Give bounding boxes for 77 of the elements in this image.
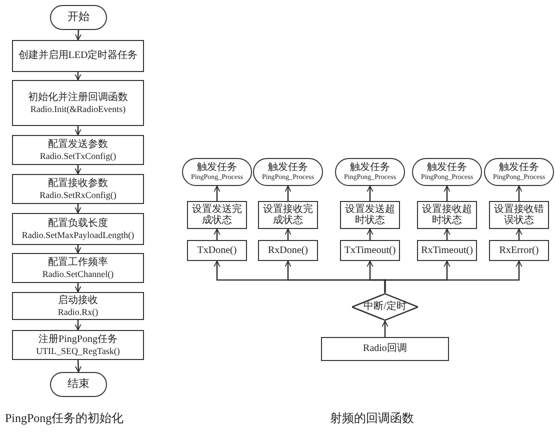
process-box — [12, 213, 144, 245]
node-label: 设置发送超时状态 — [344, 204, 396, 226]
process-box — [489, 201, 549, 229]
node-label: RxError() — [499, 244, 539, 256]
process-box — [12, 40, 144, 72]
arrow — [74, 283, 82, 292]
node-label: TxDone() — [197, 244, 237, 256]
arrow — [74, 204, 82, 214]
function-call-text: UTIL_SEQ_RegTask() — [36, 346, 120, 356]
process-box — [489, 240, 549, 261]
arrow — [366, 228, 374, 240]
node-label: 初始化并注册回调函数 — [28, 92, 128, 104]
node-label: 触发任务 — [427, 163, 467, 174]
node-label: 设置接收超时状态 — [421, 204, 473, 226]
process-box — [321, 337, 449, 361]
arrow — [74, 126, 82, 136]
process-box — [12, 253, 144, 283]
process-box — [258, 201, 318, 229]
arrow — [384, 260, 522, 293]
arrow — [382, 320, 388, 337]
node-label: 开始 — [68, 10, 90, 24]
node-label: 启动接收 — [58, 295, 98, 307]
decision-diamond — [352, 293, 418, 321]
arrow — [444, 186, 450, 201]
arrow — [284, 228, 292, 240]
process-box — [12, 292, 144, 320]
node-label: RxDone() — [268, 244, 308, 256]
function-call-text: Radio.Init(&RadioEvents) — [30, 104, 126, 114]
node-label: 配置负载长度 — [48, 218, 108, 230]
node-label: 触发任务 — [197, 163, 237, 174]
node-label: 触发任务 — [499, 163, 539, 174]
node-label: 触发任务 — [350, 163, 390, 174]
process-box — [417, 240, 477, 261]
node-label: 配置工作频率 — [48, 257, 108, 269]
node-label: 触发任务 — [268, 163, 308, 174]
node-label: 结束 — [68, 378, 90, 392]
arrow — [516, 228, 522, 240]
process-box — [12, 80, 144, 126]
function-call-text: Radio.SetTxConfig() — [40, 150, 116, 161]
arrow — [284, 186, 292, 201]
node-label: 配置接收参数 — [48, 178, 108, 190]
node-label: 注册PingPong任务 — [38, 334, 118, 346]
arrow — [74, 165, 82, 174]
node-label: 设置接收错误状态 — [493, 204, 545, 226]
arrow — [516, 186, 522, 201]
process-box — [12, 330, 144, 360]
arrow — [366, 186, 374, 201]
node-label: 设置发送完成状态 — [191, 204, 243, 226]
node-label: TxTimeout() — [344, 244, 396, 256]
arrow — [444, 228, 450, 240]
arrow — [74, 320, 82, 330]
function-call-text: Radio.SetMaxPayloadLength() — [22, 230, 134, 240]
arrow — [74, 245, 82, 254]
process-box — [12, 174, 144, 204]
caption: PingPong任务的初始化 — [5, 410, 124, 427]
process-box — [340, 201, 400, 229]
arrow — [74, 72, 82, 80]
process-box — [12, 135, 144, 165]
arrow — [75, 30, 82, 40]
function-call-text: Radio.Rx() — [58, 306, 98, 317]
process-box — [187, 240, 247, 261]
process-box — [187, 201, 247, 229]
arrow — [214, 186, 220, 201]
arrow — [75, 360, 82, 372]
process-box — [258, 240, 318, 261]
node-label: 配置发送参数 — [48, 139, 108, 151]
node-label: 创建并启用LED定时器任务 — [18, 50, 138, 62]
node-label: RxTimeout() — [421, 244, 473, 256]
node-label: 中断/定时 — [364, 300, 406, 314]
process-box — [417, 201, 477, 229]
arrow — [214, 228, 220, 240]
process-box — [340, 240, 400, 261]
function-call-text: Radio.SetChannel() — [42, 268, 114, 279]
function-call-text: Radio.SetRxConfig() — [40, 190, 116, 200]
node-label: 设置接收完成状态 — [262, 204, 314, 226]
caption: 射频的回调函数 — [330, 410, 414, 427]
node-label: Radio回调 — [363, 343, 407, 355]
